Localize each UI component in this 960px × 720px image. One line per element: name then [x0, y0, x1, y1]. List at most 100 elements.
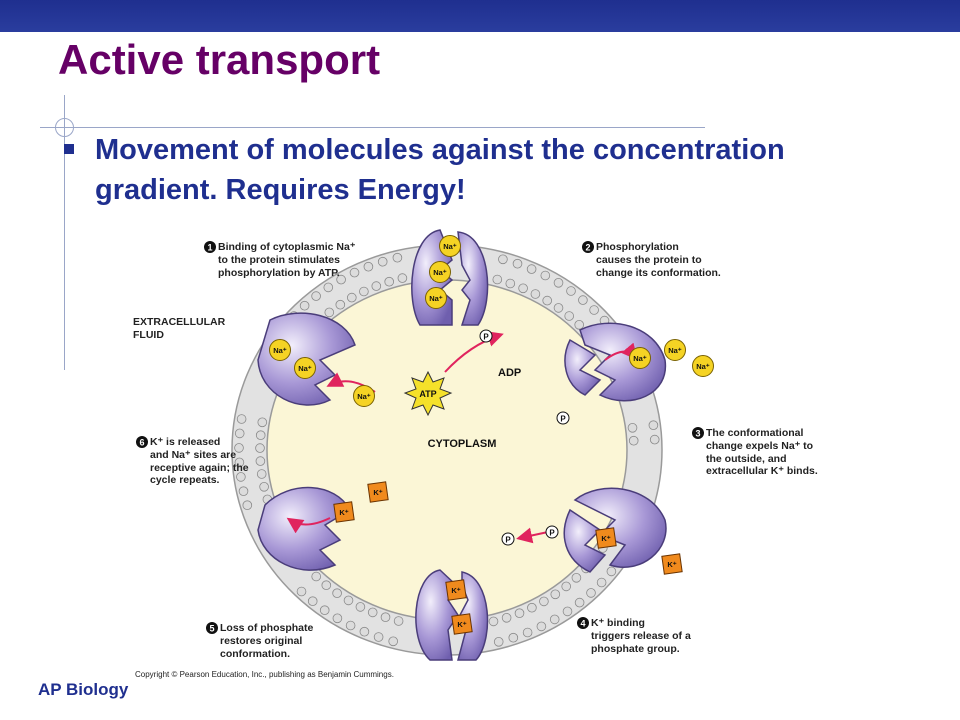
lipid-head — [648, 420, 659, 431]
lipid-head — [242, 500, 253, 511]
lipid-head — [512, 258, 523, 269]
lipid-head — [553, 303, 564, 313]
step-1-text: Binding of cytoplasmic Na⁺ to the protei… — [218, 241, 356, 279]
atp-starburst — [403, 370, 453, 417]
svg-text:Na⁺: Na⁺ — [298, 364, 312, 373]
lipid-head — [238, 486, 249, 497]
cytoplasm-label: CYTOPLASM — [428, 438, 497, 450]
lipid-head — [501, 612, 512, 623]
lipid-head — [530, 289, 541, 299]
svg-text:K⁺: K⁺ — [451, 586, 460, 595]
svg-text:3: 3 — [695, 429, 700, 439]
lipid-head — [514, 608, 525, 618]
potassium-release-arrow — [286, 517, 331, 534]
lipid-head — [589, 305, 599, 315]
step-4-marker: 4 — [577, 617, 589, 629]
sodium-ion: Na⁺ — [439, 235, 461, 257]
decorative-crosshair-circle — [55, 118, 74, 137]
sodium-ion: Na⁺ — [692, 355, 714, 377]
atp-to-adp-arrow — [444, 331, 504, 373]
lipid-head — [234, 457, 245, 468]
lipid-head — [522, 627, 533, 638]
slide-title: Active transport — [58, 36, 381, 83]
lipid-head — [296, 586, 307, 597]
lipid-head — [343, 595, 354, 606]
svg-text:Na⁺: Na⁺ — [443, 242, 457, 251]
lipid-head — [234, 428, 245, 439]
lipid-head — [257, 417, 268, 428]
lipid-head — [307, 596, 318, 606]
svg-text:4: 4 — [580, 619, 585, 629]
lipid-head — [380, 612, 391, 622]
step-2-text: Phosphorylation causes the protein to ch… — [596, 241, 721, 279]
lipid-head — [562, 606, 573, 617]
step-6-text: K⁺ is released and Na⁺ sites are recepti… — [150, 436, 249, 487]
adp-label: ADP — [498, 367, 521, 379]
potassium-ion: K⁺ — [661, 553, 683, 575]
lipid-head — [549, 614, 560, 625]
lipid-head — [553, 277, 564, 288]
lipid-head — [359, 286, 369, 297]
lipid-head — [550, 589, 561, 600]
potassium-ion: K⁺ — [595, 527, 617, 549]
lipid-head — [526, 264, 537, 274]
sodium-ion: Na⁺ — [425, 287, 447, 309]
svg-text:Na⁺: Na⁺ — [429, 294, 443, 303]
svg-text:5: 5 — [209, 624, 214, 634]
lipid-head — [596, 577, 607, 588]
lipid-head — [335, 299, 346, 310]
sodium-ion: Na⁺ — [664, 339, 686, 361]
phosphate-on-right-protein: P — [556, 411, 570, 425]
lipid-head — [236, 472, 246, 482]
svg-text:P: P — [560, 415, 566, 424]
lipid-head — [540, 270, 551, 281]
lipid-head — [488, 616, 499, 627]
lipid-head — [393, 616, 404, 626]
step-5-marker: 5 — [206, 622, 218, 634]
lipid-head — [536, 621, 547, 632]
lipid-head — [259, 481, 269, 492]
lipid-head — [384, 276, 395, 287]
step-5-text: Loss of phosphate restores original conf… — [220, 622, 314, 660]
sodium-ion: Na⁺ — [294, 357, 316, 379]
lipid-head — [311, 571, 322, 582]
svg-text:6: 6 — [139, 438, 144, 448]
svg-text:2: 2 — [585, 243, 590, 253]
lipid-head — [359, 626, 370, 637]
lipid-head — [392, 252, 403, 263]
lipid-head — [649, 434, 660, 445]
lipid-head — [574, 597, 585, 608]
lipid-head — [299, 300, 310, 311]
sodium-ion: Na⁺ — [429, 261, 451, 283]
lipid-head — [518, 283, 528, 294]
top-banner — [0, 0, 960, 32]
lipid-head — [255, 443, 265, 453]
lipid-head — [255, 456, 266, 466]
svg-text:Na⁺: Na⁺ — [696, 362, 710, 371]
lipid-head — [363, 261, 374, 272]
lipid-head — [255, 430, 266, 441]
svg-text:K⁺: K⁺ — [339, 508, 348, 517]
phosphate-release-arrow — [516, 527, 549, 544]
footer-course-name: AP Biology — [38, 680, 129, 699]
phosphate-on-top-protein: P — [479, 329, 493, 343]
pump-protein-upper-right — [564, 322, 667, 402]
potassium-ions: K⁺K⁺K⁺K⁺K⁺K⁺ — [333, 481, 683, 635]
svg-text:Na⁺: Na⁺ — [273, 346, 287, 355]
lipid-head — [349, 267, 360, 278]
svg-text:P: P — [549, 529, 555, 538]
bullet-square-icon — [64, 144, 74, 154]
lipid-head — [606, 566, 617, 577]
step-3-text: The conformational change expels Na⁺ to … — [706, 427, 818, 478]
released-inorganic-phosphate: P — [501, 532, 515, 546]
svg-text:Na⁺: Na⁺ — [668, 346, 682, 355]
lipid-head — [336, 274, 346, 285]
potassium-ion: K⁺ — [333, 501, 355, 523]
lipid-head — [493, 636, 504, 647]
lipid-head — [508, 632, 519, 643]
lipid-head — [492, 274, 503, 285]
step-3-marker: 3 — [692, 427, 704, 439]
decorative-vertical-line — [64, 95, 65, 370]
lipid-head — [539, 596, 549, 607]
lipid-head — [345, 620, 356, 631]
